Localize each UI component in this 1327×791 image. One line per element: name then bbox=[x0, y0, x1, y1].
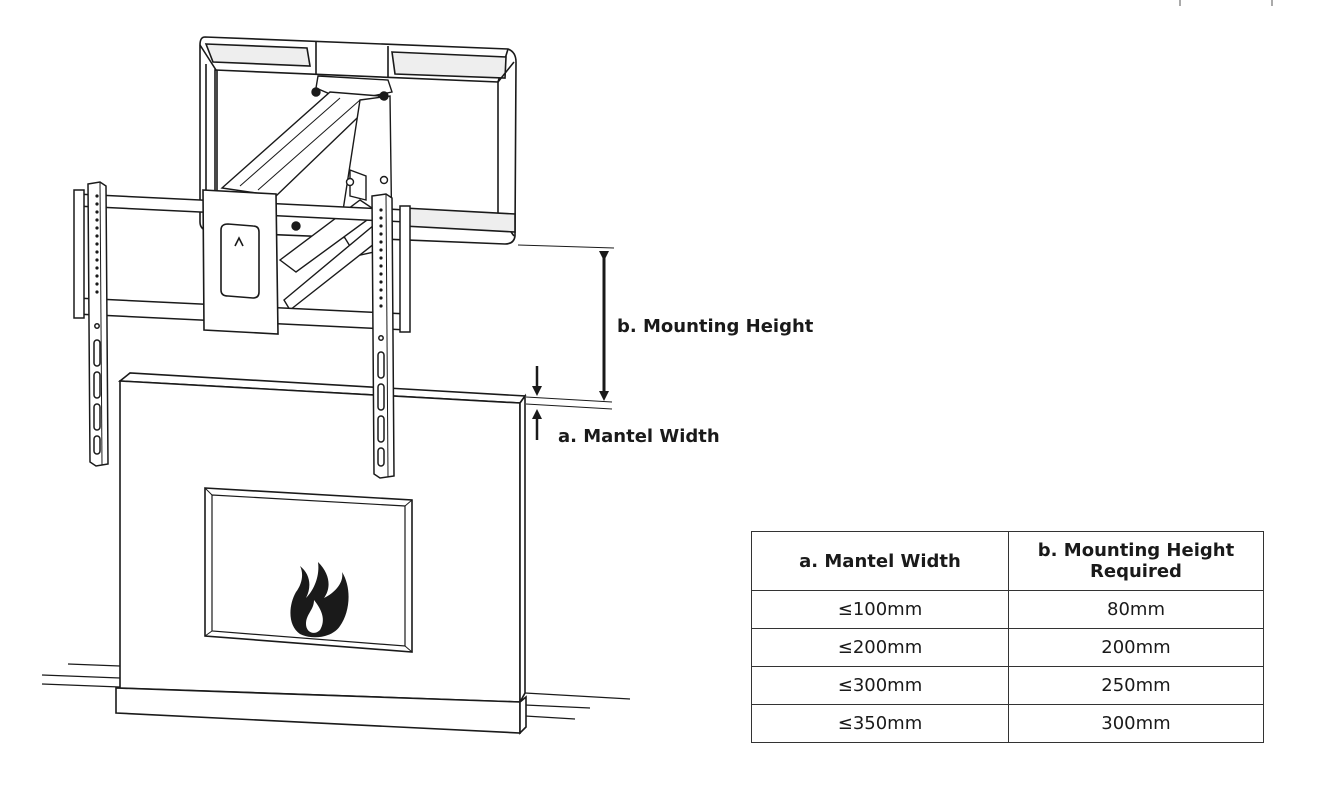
floor-lines bbox=[41, 663, 631, 720]
cell-mounting-height: 200mm bbox=[1008, 628, 1264, 667]
fireplace bbox=[115, 372, 527, 735]
table-row: ≤350mm 300mm bbox=[751, 704, 1264, 743]
left-tv-bracket bbox=[87, 181, 109, 467]
cell-mounting-height: 80mm bbox=[1008, 590, 1264, 629]
header-mounting-height: b. Mounting Height Required bbox=[1008, 531, 1264, 591]
header-mounting-height-line2: Required bbox=[1090, 561, 1182, 582]
cell-mantel-width: ≤350mm bbox=[751, 704, 1009, 743]
mounting-height-label: b. Mounting Height bbox=[617, 316, 814, 337]
table-header-row: a. Mantel Width b. Mounting Height Requi… bbox=[751, 531, 1264, 591]
cell-mantel-width: ≤300mm bbox=[751, 666, 1009, 705]
cell-mantel-width: ≤100mm bbox=[751, 590, 1009, 629]
right-tv-bracket bbox=[371, 193, 395, 479]
table-row: ≤200mm 200mm bbox=[751, 628, 1264, 667]
cell-mounting-height: 250mm bbox=[1008, 666, 1264, 705]
cell-mantel-width: ≤200mm bbox=[751, 628, 1009, 667]
mounting-spec-table: a. Mantel Width b. Mounting Height Requi… bbox=[751, 531, 1264, 743]
header-mounting-height-line1: b. Mounting Height bbox=[1037, 540, 1235, 561]
header-mantel-width-text: a. Mantel Width bbox=[799, 550, 961, 572]
flame-icon bbox=[290, 562, 349, 638]
table-row: ≤300mm 250mm bbox=[751, 666, 1264, 705]
mounting-height-dimension bbox=[517, 244, 615, 401]
table-row: ≤100mm 80mm bbox=[751, 590, 1264, 629]
wall-plate bbox=[202, 189, 279, 335]
header-mantel-width: a. Mantel Width bbox=[751, 531, 1009, 591]
cell-mounting-height: 300mm bbox=[1008, 704, 1264, 743]
brand-logo-icon bbox=[234, 236, 244, 247]
mantel-width-dimension bbox=[525, 366, 613, 440]
mantel-width-label: a. Mantel Width bbox=[558, 426, 720, 447]
corner-mark bbox=[1179, 0, 1273, 6]
